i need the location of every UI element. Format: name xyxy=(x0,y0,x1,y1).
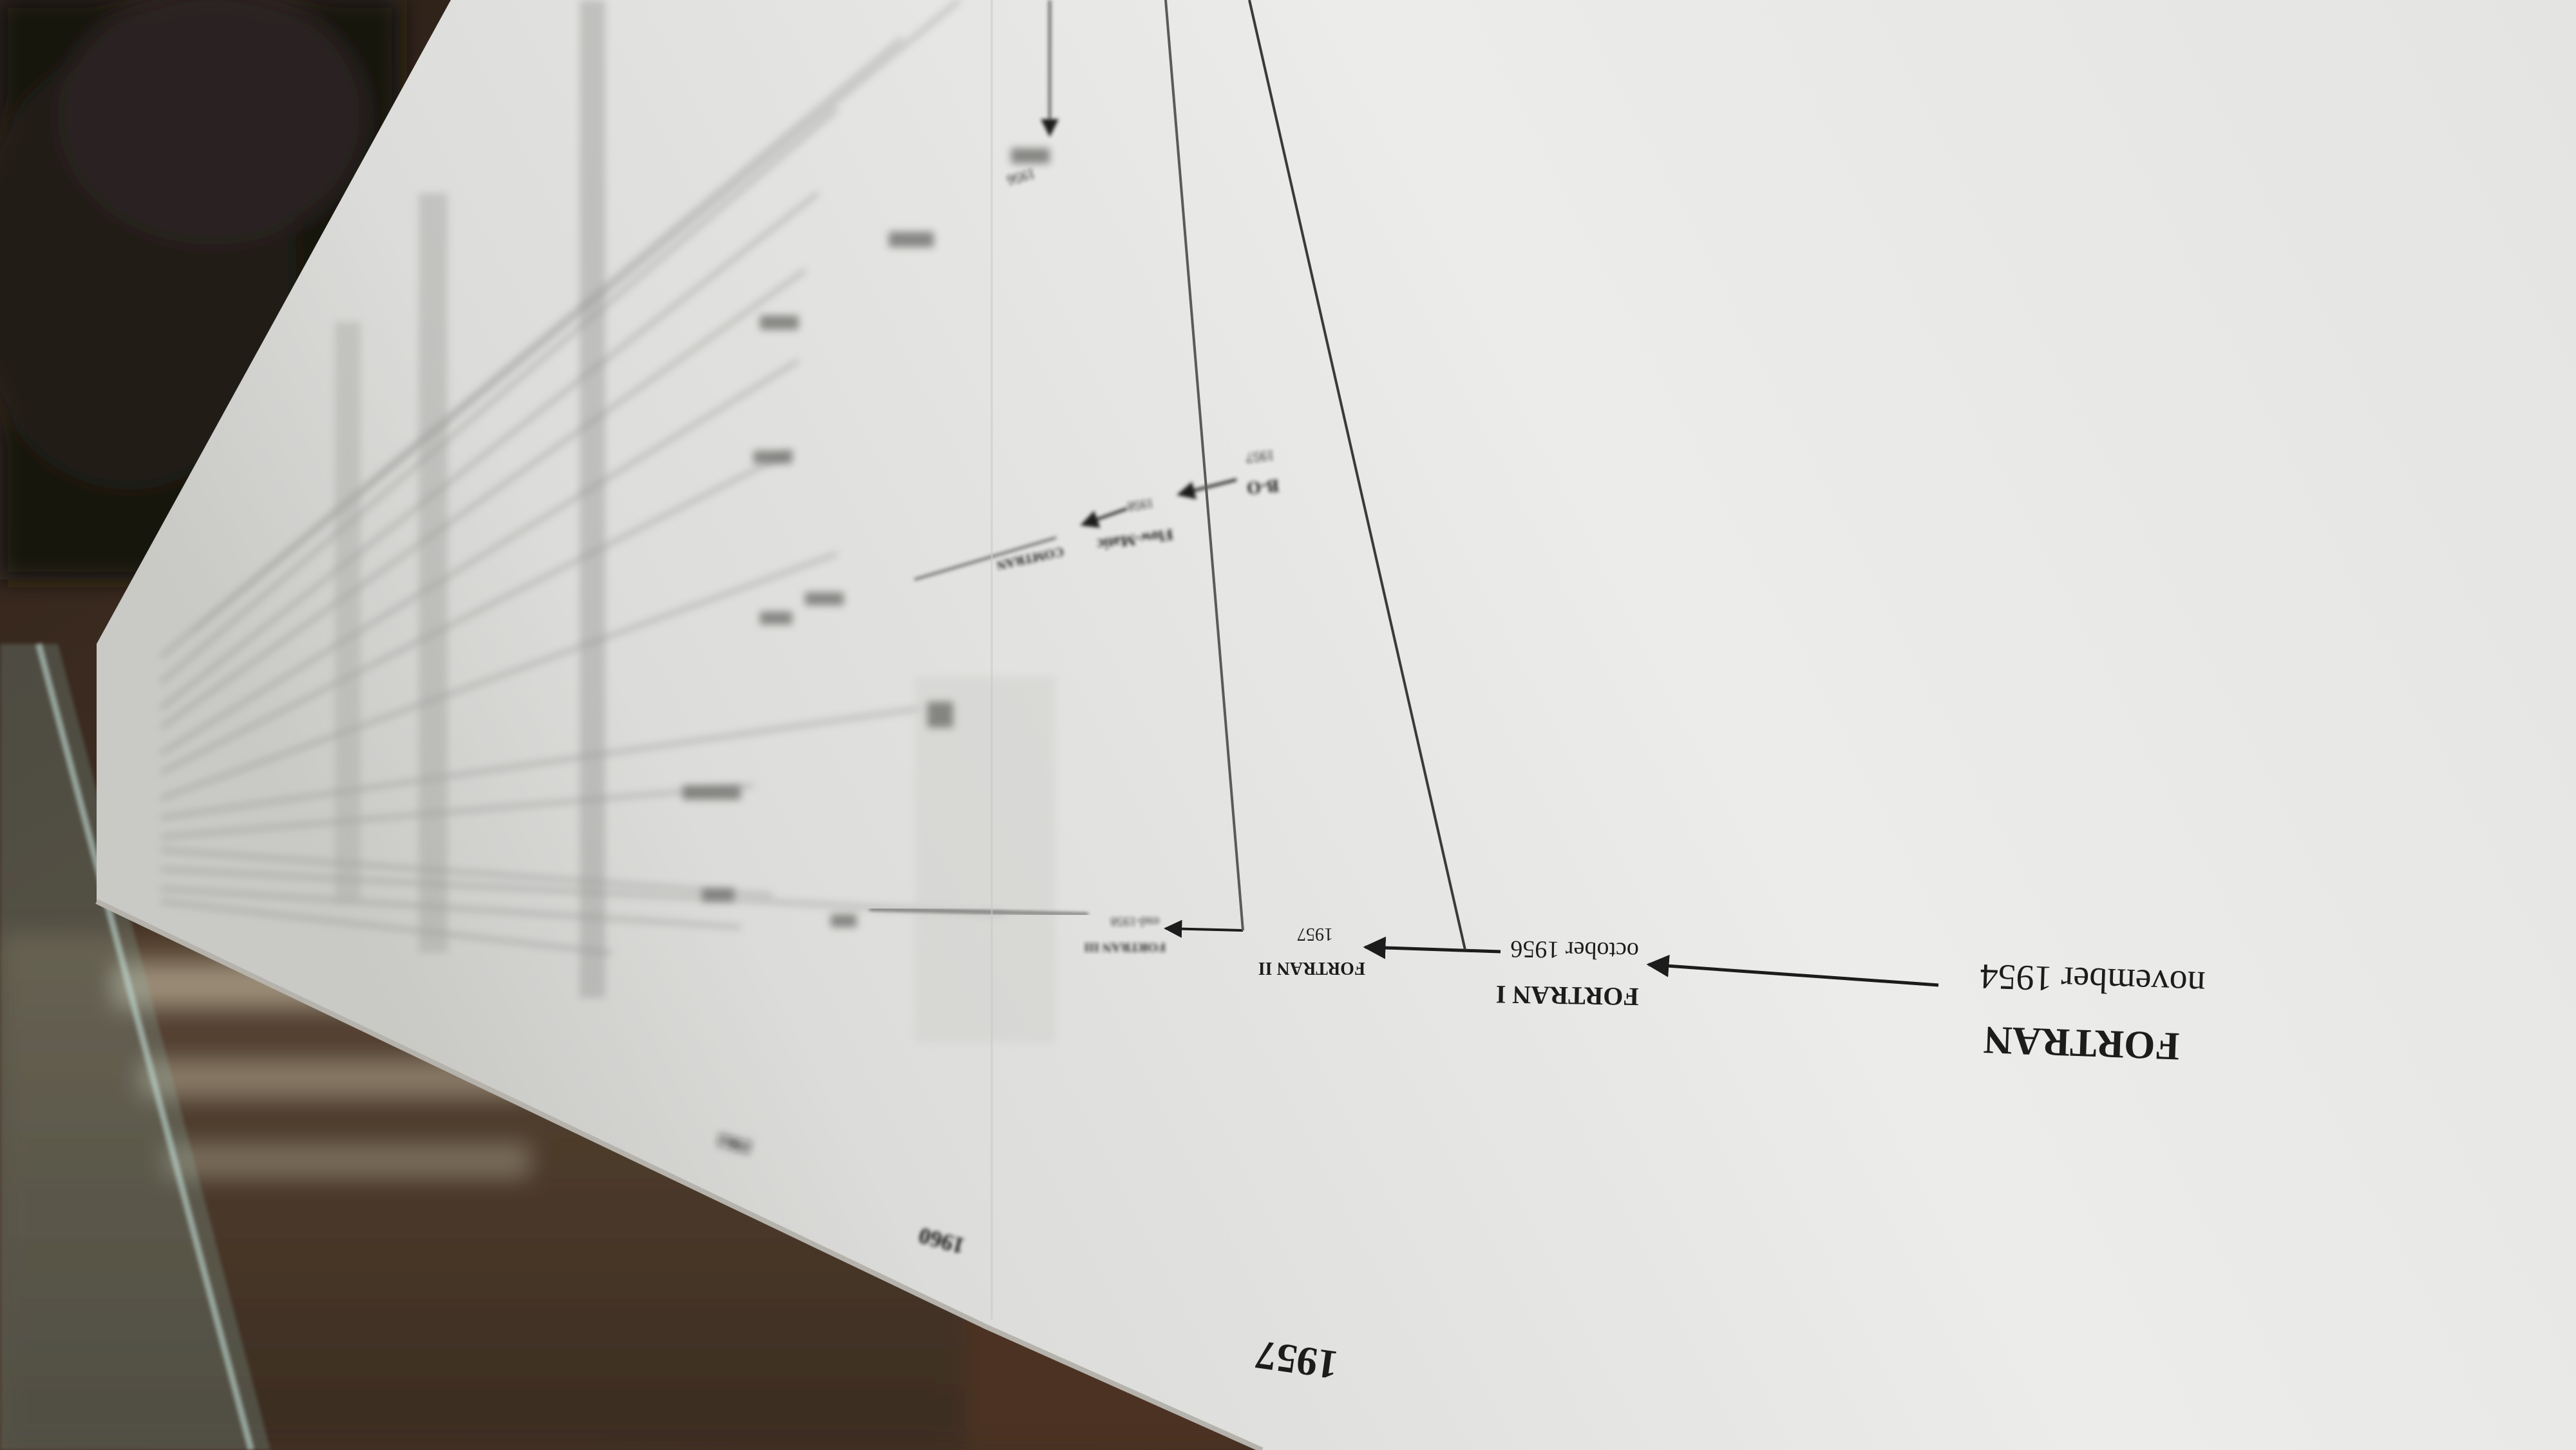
glass-edge xyxy=(35,643,254,1450)
poster-edge xyxy=(95,899,1264,1450)
node-b0-label: B-O xyxy=(1246,475,1280,498)
far-text-blobs xyxy=(683,148,1050,927)
line-to-fortran-ii xyxy=(1363,936,1501,959)
shelf-light-3 xyxy=(167,1146,528,1175)
branch-line-2 xyxy=(1164,0,1244,931)
fortran-title: FORTRAN xyxy=(1983,1017,2181,1068)
far-vertical-bands xyxy=(335,0,1056,1043)
fortran-ii-date: 1957 xyxy=(1297,924,1333,944)
fortran-ii-title: FORTRAN II xyxy=(1258,958,1365,978)
glass-panel xyxy=(0,644,270,1450)
fortran-iii-date: end-1958 xyxy=(1110,914,1159,928)
fortran-chain: FORTRAN november 1954 FORTRAN I october … xyxy=(869,0,2206,1068)
dark-tire-shape-2 xyxy=(58,0,367,245)
fortran-date: november 1954 xyxy=(1980,956,2206,1004)
line-to-fortran-iii xyxy=(1164,919,1244,938)
line-fortran-iii-forward xyxy=(869,908,1089,916)
branch-line-1 xyxy=(1248,0,1466,950)
fortran-i-date: october 1956 xyxy=(1510,936,1639,965)
fortran-i-title: FORTRAN I xyxy=(1495,980,1639,1012)
fortran-iii-title: FORTRAN III xyxy=(1084,940,1166,954)
year-1957: 1957 xyxy=(1253,1332,1341,1388)
line-to-fortran-i xyxy=(1646,954,1939,987)
poster-paper xyxy=(97,0,2576,1450)
node-b0-date: 1957 xyxy=(1245,447,1275,466)
